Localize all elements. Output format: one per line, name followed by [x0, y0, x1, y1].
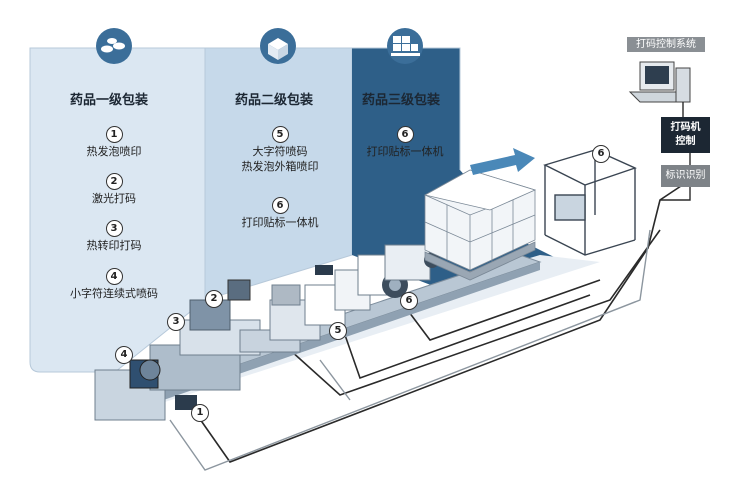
stage2-item-2: 6 打印贴标一体机 [228, 197, 332, 230]
stage1-item-2-number: 2 [105, 173, 123, 190]
coder-control-box: 打码机 控制 [661, 117, 710, 153]
stage3-item-1-text: 打印贴标一体机 [366, 145, 444, 158]
stage1-item-4: 4 小字符连续式喷码 [59, 268, 169, 301]
stage2-item-1-number: 5 [271, 126, 289, 143]
stage2-title: 药品二级包装 [235, 93, 314, 108]
pills-icon [96, 28, 132, 64]
stage1-item-3: 3 热转印打码 [64, 220, 164, 253]
direction-arrow [470, 148, 535, 175]
coder-control-label-2: 控制 [675, 136, 696, 147]
stage1-item-2: 2 激光打码 [64, 173, 164, 206]
secondary-packaging-machines [269, 244, 440, 341]
stage1-item-2-text: 激光打码 [92, 192, 136, 205]
stage1-item-1: 1 热发泡喷印 [64, 126, 164, 159]
stage1-item-4-text: 小字符连续式喷码 [70, 287, 158, 300]
stage2-item-2-number: 6 [271, 197, 289, 214]
stage3-title: 药品三级包装 [362, 93, 441, 108]
stage2-item-1: 5 大字符喷码 热发泡外箱喷印 [228, 126, 332, 174]
stage1-item-1-number: 1 [105, 126, 123, 143]
stage2-item-2-text: 打印贴标一体机 [241, 216, 319, 229]
callout-6b: 6 [592, 145, 610, 163]
stage1-panel [29, 47, 206, 373]
stage1-item-4-number: 4 [105, 268, 123, 285]
stage1-item-3-text: 热转印打码 [86, 239, 142, 252]
stage1-item-3-number: 3 [105, 220, 123, 237]
coder-control-label-1: 打码机 [670, 122, 701, 133]
stage2-item-1-text2: 热发泡外箱喷印 [241, 160, 319, 173]
cable-2 [289, 229, 661, 396]
callout-6a: 6 [400, 292, 418, 310]
callout-5: 5 [329, 322, 347, 340]
pallet-boxes [423, 169, 537, 281]
cable-3 [344, 294, 591, 380]
box-icon [260, 28, 296, 64]
pallet-icon [387, 28, 423, 64]
stage2-panel [204, 47, 353, 301]
coding-control-system-label: 打码控制系统 [627, 37, 705, 52]
primary-packaging-machines [94, 279, 301, 421]
print-apply-frame [543, 149, 637, 256]
stage2-item-1-text1: 大字符喷码 [252, 145, 308, 158]
stage3-item-1: 6 打印贴标一体机 [355, 126, 455, 159]
stage1-item-1-text: 热发泡喷印 [86, 145, 142, 158]
callout-3: 3 [167, 313, 185, 331]
stage3-item-1-number: 6 [396, 126, 414, 143]
cable-1 [194, 179, 691, 463]
callout-1: 1 [191, 404, 209, 422]
identification-label: 标识识别 [661, 165, 710, 187]
stage1-title: 药品一级包装 [70, 93, 149, 108]
callout-4: 4 [115, 346, 133, 364]
callout-2: 2 [205, 290, 223, 308]
computer-icon [628, 61, 691, 103]
